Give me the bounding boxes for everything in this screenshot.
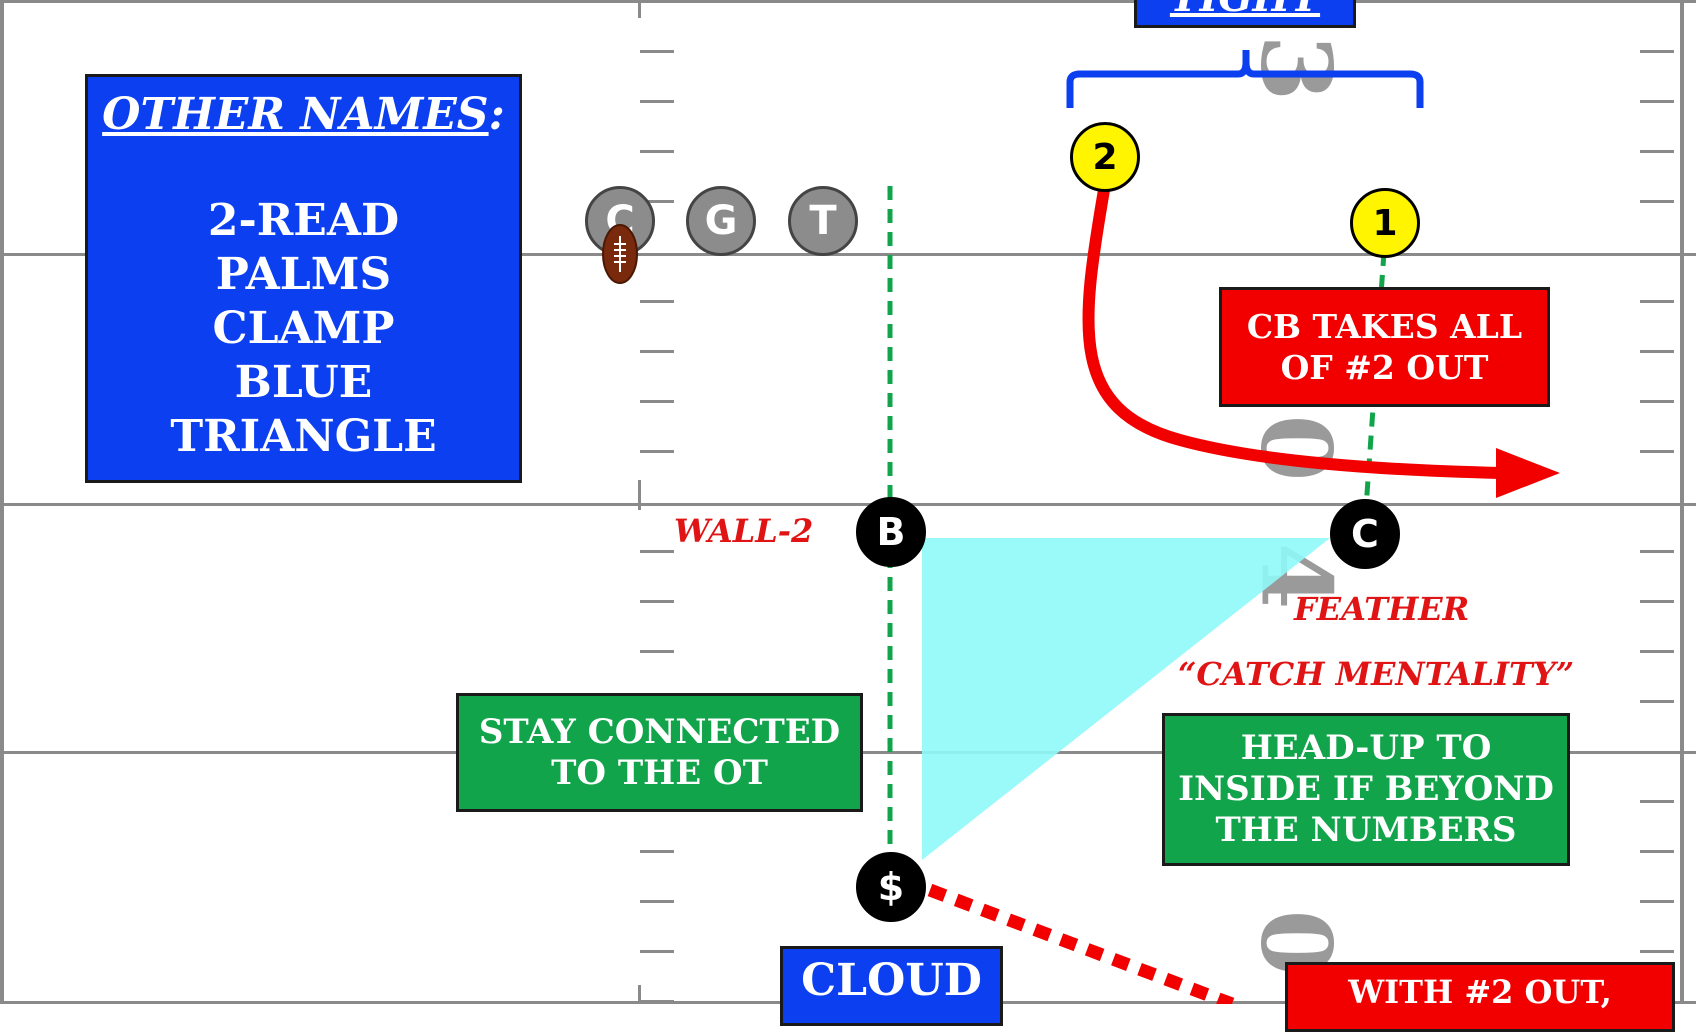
hash-mark: [1640, 150, 1674, 153]
hash-mark: [1640, 550, 1674, 553]
hash-mark: [1640, 350, 1674, 353]
other-names-title-colon: :: [488, 89, 505, 140]
hash-mark: [1640, 800, 1674, 803]
receiver-2-route-arrowhead: [1496, 448, 1560, 498]
feather-label: FEATHER: [1294, 590, 1470, 628]
hash-mark: [1640, 650, 1674, 653]
tight-label-box: TIGHT: [1134, 0, 1356, 28]
head-up-box: HEAD-UP TO INSIDE IF BEYOND THE NUMBERS: [1162, 713, 1570, 866]
hash-mark: [640, 300, 674, 303]
hash-mark: [1640, 100, 1674, 103]
head-up-line-2: INSIDE IF BEYOND: [1178, 769, 1554, 809]
other-name-item: TRIANGLE: [170, 410, 437, 462]
hash-mark: [640, 350, 674, 353]
tight-label: TIGHT: [1137, 0, 1353, 21]
with-2-out-label: WITH #2 OUT,: [1348, 973, 1612, 1011]
receiver-1-label: 1: [1372, 202, 1398, 244]
hash-mark: [640, 400, 674, 403]
hash-mark: [1640, 850, 1674, 853]
receiver-2-route: [1082, 184, 1506, 479]
hash-mark: [1640, 450, 1674, 453]
stay-connected-box: STAY CONNECTED TO THE OT: [456, 693, 863, 812]
hash-mark: [640, 850, 674, 853]
other-name-item: PALMS: [215, 248, 392, 300]
hash-mark: [1640, 300, 1674, 303]
other-name-item: 2-READ: [207, 194, 400, 246]
guard-label: G: [704, 198, 738, 244]
head-up-line-1: HEAD-UP TO: [1240, 728, 1492, 768]
defender-safety-label: $: [877, 865, 905, 909]
hash-mark: [640, 900, 674, 903]
other-names-box: OTHER NAMES: 2-READ PALMS CLAMP BLUE TRI…: [85, 74, 522, 483]
other-name-item: CLAMP: [212, 302, 395, 354]
hash-tick-mid: [638, 480, 641, 510]
tackle-player: T: [788, 186, 858, 256]
hash-mark: [1640, 950, 1674, 953]
other-names-title-text: OTHER NAMES: [102, 89, 489, 140]
hash-tick-bottom: [638, 985, 641, 1004]
hash-mark: [640, 550, 674, 553]
yard-line-2: [0, 503, 1696, 506]
sideline-left: [0, 0, 4, 1004]
hash-mark: [640, 200, 674, 203]
other-names-title: OTHER NAMES:: [88, 89, 519, 142]
defender-b: B: [856, 497, 926, 567]
hash-mark: [640, 1000, 674, 1003]
cloud-label: CLOUD: [801, 955, 982, 1006]
hash-mark: [640, 950, 674, 953]
hash-mark: [1640, 700, 1674, 703]
hash-mark: [640, 100, 674, 103]
yard-line-1: [0, 253, 1696, 256]
tight-bracket: [1066, 50, 1424, 108]
with-2-out-box: WITH #2 OUT,: [1285, 962, 1675, 1032]
head-up-line-3: THE NUMBERS: [1215, 810, 1517, 850]
football-icon: [602, 224, 638, 284]
yard-line-top: [0, 0, 1696, 3]
receiver-2-label: 2: [1092, 136, 1118, 178]
defender-c: C: [1330, 499, 1400, 569]
cloud-box: CLOUD: [780, 946, 1003, 1026]
hash-mark: [640, 650, 674, 653]
hash-mark: [1640, 200, 1674, 203]
hash-mark: [640, 150, 674, 153]
sideline-right: [1680, 0, 1684, 1004]
hash-tick-top: [638, 0, 641, 18]
hash-mark: [640, 50, 674, 53]
stay-connected-line-2: TO THE OT: [551, 752, 768, 793]
hash-mark: [1640, 600, 1674, 603]
guard-player: G: [686, 186, 756, 256]
wall-2-label: WALL-2: [674, 512, 814, 550]
hash-mark: [640, 450, 674, 453]
catch-mentality-label: “CATCH MENTALITY”: [1178, 655, 1575, 693]
hash-mark: [1640, 50, 1674, 53]
hash-mark: [1640, 400, 1674, 403]
defender-safety: $: [856, 852, 926, 922]
tackle-label: T: [809, 198, 837, 244]
other-name-item: BLUE: [234, 356, 373, 408]
defender-c-label: C: [1351, 512, 1379, 556]
hash-mark: [640, 600, 674, 603]
stay-connected-line-1: STAY CONNECTED: [478, 711, 841, 752]
zone-triangle: [922, 538, 1330, 860]
cb-takes-line-1: CB TAKES ALL: [1246, 307, 1523, 346]
cb-takes-all-box: CB TAKES ALL OF #2 OUT: [1219, 287, 1550, 407]
receiver-1: 1: [1350, 188, 1420, 258]
hash-mark: [1640, 900, 1674, 903]
cb-takes-line-2: OF #2 OUT: [1280, 348, 1489, 387]
other-names-list: 2-READ PALMS CLAMP BLUE TRIANGLE: [88, 194, 519, 464]
defender-b-label: B: [876, 510, 906, 554]
receiver-2: 2: [1070, 122, 1140, 192]
